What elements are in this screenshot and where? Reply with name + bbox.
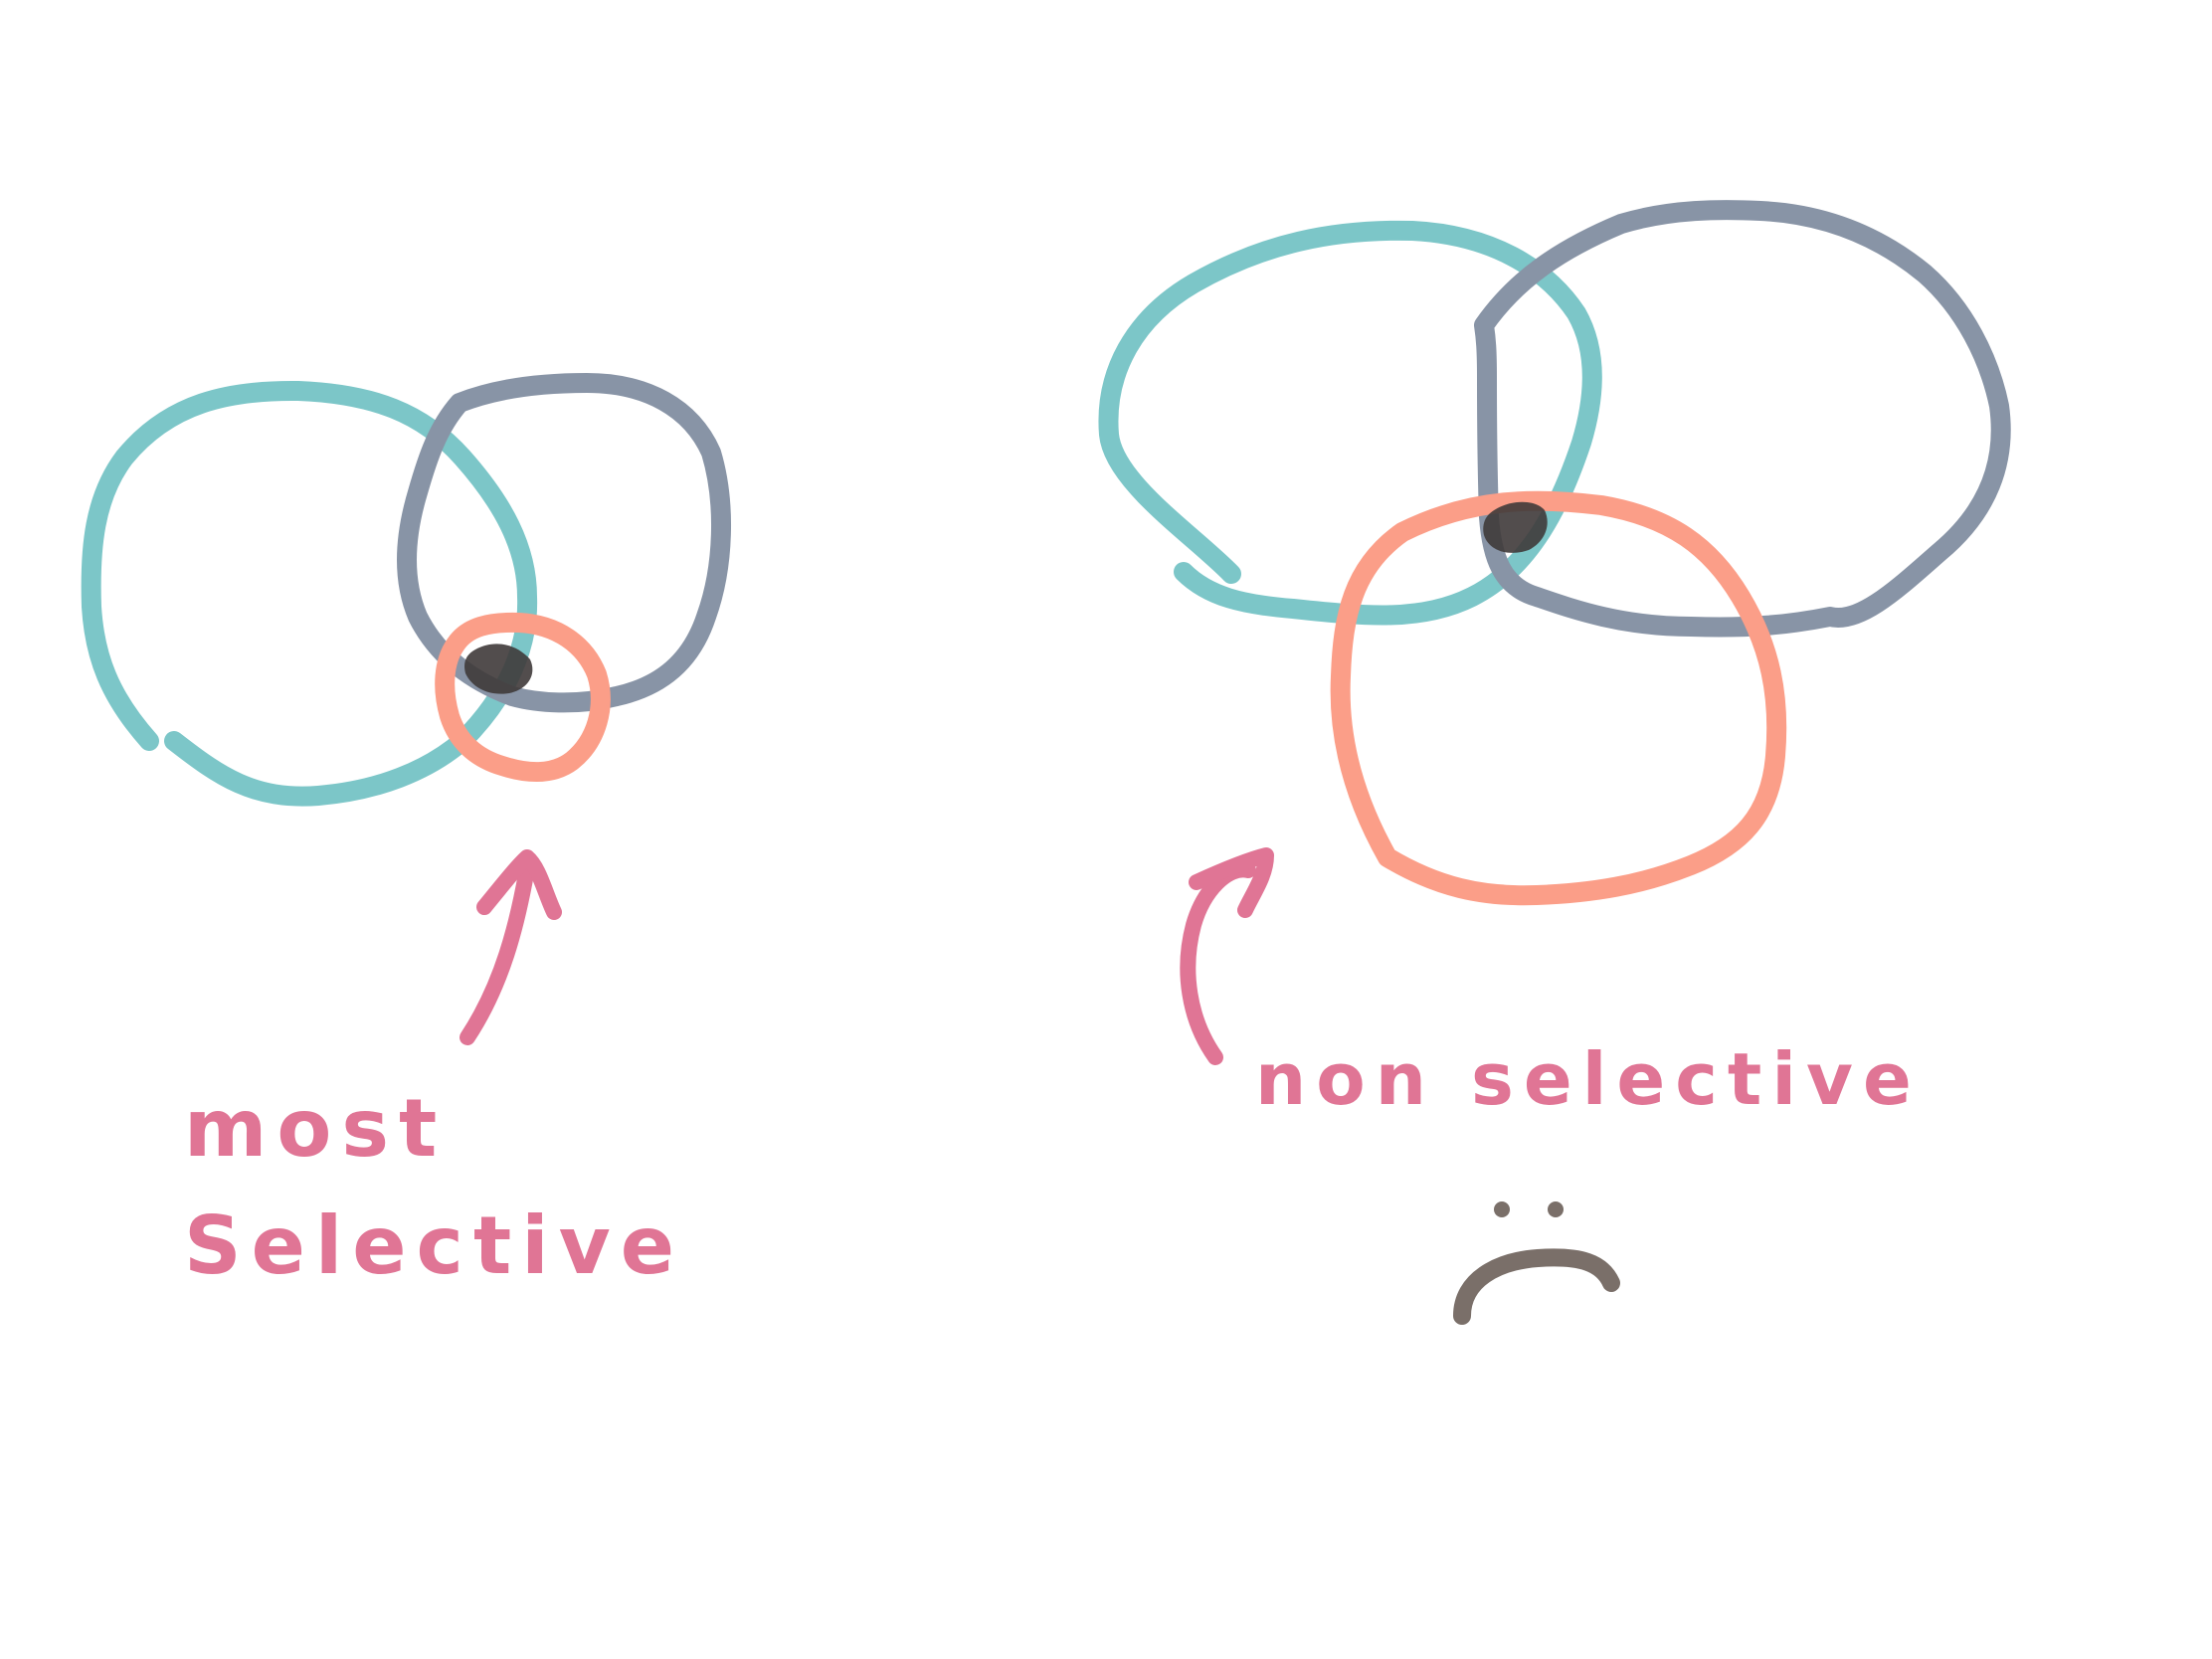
left-venn-diagram: most Selective [81, 373, 731, 1292]
right-venn-diagram: non selective [1098, 200, 2011, 1121]
right-salmon-circle [1330, 490, 1787, 906]
left-salmon-circle [435, 612, 611, 783]
left-overlap-region [464, 644, 533, 694]
left-label-line1: most [184, 1082, 447, 1175]
left-teal-circle [81, 380, 538, 807]
left-label-line2: Selective [184, 1199, 684, 1292]
left-arrow [460, 849, 562, 1045]
right-slate-circle [1474, 200, 2011, 638]
right-overlap-region [1483, 501, 1548, 553]
right-teal-circle [1098, 220, 1602, 626]
sad-face-icon [1453, 1201, 1620, 1325]
right-label-line1: non selective [1255, 1037, 1922, 1121]
left-slate-circle [397, 373, 731, 713]
right-arrow [1180, 847, 1274, 1065]
